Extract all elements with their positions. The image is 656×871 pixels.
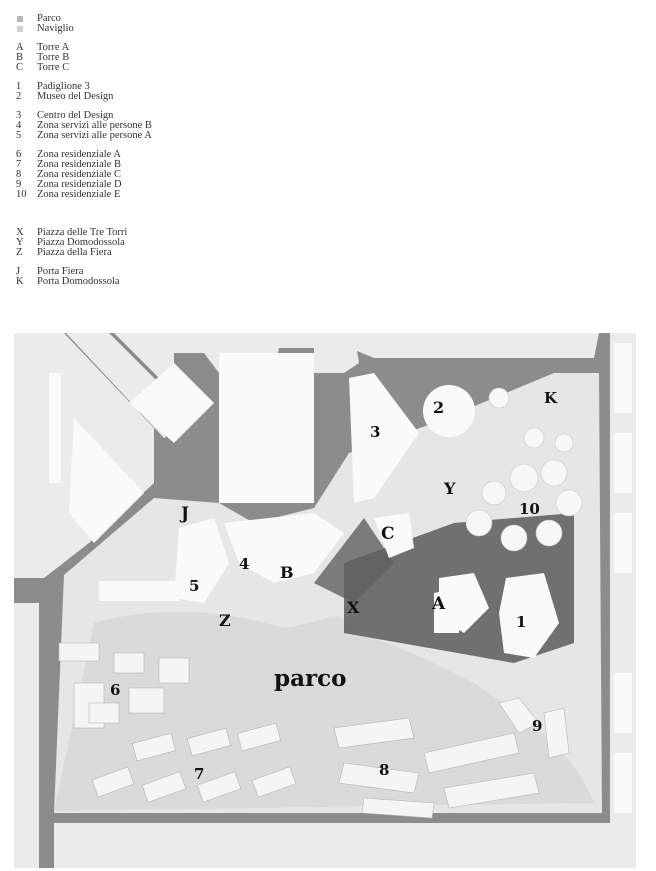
legend-label: Porta Domodossola <box>37 276 120 287</box>
legend-label: Museo del Design <box>37 91 114 102</box>
legend-key: 9 <box>16 179 22 190</box>
label-b: B <box>280 563 294 582</box>
legend-key: 8 <box>16 169 22 180</box>
park-label: parco <box>274 665 346 692</box>
site-plan-svg: 2 3 K Y 10 C J 4 B 5 A X 1 Z parco 6 9 8… <box>14 333 636 868</box>
legend-row-parco: Parco <box>16 13 152 24</box>
legend-key: 5 <box>16 130 22 141</box>
main-buildings <box>99 353 559 658</box>
legend-key: 2 <box>16 91 22 102</box>
legend-row-2: 2 Museo del Design <box>16 91 152 102</box>
legend-row-a: A Torre A <box>16 42 152 53</box>
legend-key: K <box>16 276 24 287</box>
legend-label: Piazza delle Tre Torri <box>37 227 128 238</box>
legend-row-8: 8 Zona residenziale C <box>16 169 152 180</box>
label-1: 1 <box>516 613 526 631</box>
legend-row-c: C Torre C <box>16 62 152 73</box>
label-4: 4 <box>239 555 249 573</box>
legend-label: Torre C <box>37 62 70 73</box>
legend-label: Zona residenziale B <box>37 159 121 170</box>
residential-zone-d <box>498 697 570 759</box>
label-c: C <box>381 524 395 544</box>
legend-label: Zona servizi alle persone B <box>37 120 152 131</box>
tower-c-shadow <box>314 518 394 603</box>
label-y: Y <box>443 479 456 498</box>
residential-zone-b <box>91 722 297 803</box>
legend-label: Padiglione 3 <box>37 81 90 92</box>
legend-key: 1 <box>16 81 22 92</box>
legend-row-7: 7 Zona residenziale B <box>16 159 152 170</box>
legend-row-naviglio: Naviglio <box>16 23 152 34</box>
legend-label: Naviglio <box>37 23 74 34</box>
label-10: 10 <box>519 500 540 518</box>
legend-key: J <box>16 266 21 277</box>
legend-label: Zona residenziale A <box>37 149 121 160</box>
legend-key: 7 <box>16 159 22 170</box>
label-a: A <box>431 594 446 614</box>
legend-row-6: 6 Zona residenziale A <box>16 149 152 160</box>
label-3: 3 <box>370 423 380 441</box>
label-x: X <box>347 598 360 617</box>
residential-zone-c <box>333 717 540 819</box>
legend-label: Zona residenziale E <box>37 189 121 200</box>
legend-row-10: 10 Zona residenziale E <box>16 189 152 200</box>
legend-key: A <box>16 42 24 53</box>
label-j: J <box>179 504 189 524</box>
residential-zone-e <box>465 387 583 552</box>
legend-key: Y <box>16 237 24 248</box>
legend-key: 3 <box>16 110 22 121</box>
legend-key: B <box>16 52 24 63</box>
legend-row-y: Y Piazza Domodossola <box>16 237 152 248</box>
legend-row-1: 1 Padiglione 3 <box>16 81 152 92</box>
legend-label: Parco <box>37 13 61 24</box>
label-k: K <box>544 389 558 407</box>
legend-key: 4 <box>16 120 22 131</box>
label-z: Z <box>219 611 231 630</box>
legend-row-b: B Torre B <box>16 52 152 63</box>
legend-row-9: 9 Zona residenziale D <box>16 179 152 190</box>
label-2: 2 <box>433 398 444 417</box>
legend-key: Z <box>16 247 23 258</box>
naviglio-swatch <box>17 26 23 32</box>
legend-label: Zona residenziale C <box>37 169 121 180</box>
legend-key: 10 <box>16 189 27 200</box>
legend-key: C <box>16 62 24 73</box>
legend-row-3: 3 Centro del Design <box>16 110 152 121</box>
parco-swatch <box>17 16 23 22</box>
legend-label: Porta Fiera <box>37 266 84 277</box>
legend-label: Piazza della Fiera <box>37 247 112 258</box>
legend-key: 6 <box>16 149 22 160</box>
legend-row-j: J Porta Fiera <box>16 266 152 277</box>
legend-row-z: Z Piazza della Fiera <box>16 247 152 258</box>
legend-row-4: 4 Zona servizi alle persone B <box>16 120 152 131</box>
legend-row-x: X Piazza delle Tre Torri <box>16 227 152 238</box>
legend-label: Torre A <box>37 42 70 53</box>
legend-label: Torre B <box>37 52 70 63</box>
legend-row-k: K Porta Domodossola <box>16 276 152 287</box>
left-buildings <box>49 343 632 813</box>
legend-label: Centro del Design <box>37 110 114 121</box>
legend-label: Zona servizi alle persone A <box>37 130 152 141</box>
label-9: 9 <box>532 717 542 735</box>
label-7: 7 <box>194 765 204 783</box>
residential-zone-a <box>58 642 190 729</box>
legend-label: Piazza Domodossola <box>37 237 125 248</box>
map-legend: Parco Naviglio A Torre A B Torre B C Torre … <box>16 13 152 287</box>
legend-label: Zona residenziale D <box>37 179 122 190</box>
label-5: 5 <box>189 577 199 595</box>
site-plan-map: 2 3 K Y 10 C J 4 B 5 A X 1 Z parco 6 9 8… <box>14 333 636 868</box>
label-6: 6 <box>110 681 120 699</box>
legend-row-5: 5 Zona servizi alle persone A <box>16 130 152 141</box>
label-8: 8 <box>379 761 389 779</box>
legend-key: X <box>16 227 24 238</box>
